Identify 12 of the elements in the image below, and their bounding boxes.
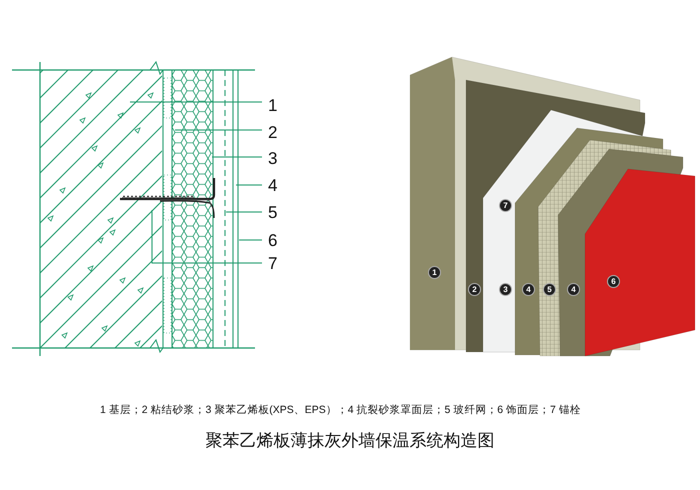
callout-number: 3 xyxy=(268,150,278,167)
callout-number: 5 xyxy=(268,204,278,221)
callout-number: 2 xyxy=(268,124,278,141)
leader-line xyxy=(212,156,262,158)
callout-number: 6 xyxy=(268,232,278,249)
leader-line xyxy=(152,210,262,264)
callout-number: 1 xyxy=(268,97,278,114)
legend-note: 1 基层；2 粘结砂浆；3 聚苯乙烯板(XPS、EPS）；4 抗裂砂浆罩面层；5 玻纤网；6 饰面层；7 锚栓 xyxy=(100,403,581,417)
callout-number: 4 xyxy=(268,177,278,194)
leader-line xyxy=(236,184,262,186)
callout-number: 7 xyxy=(268,255,278,272)
diagram-title: 聚苯乙烯板薄抹灰外墙保温系统构造图 xyxy=(206,431,494,450)
